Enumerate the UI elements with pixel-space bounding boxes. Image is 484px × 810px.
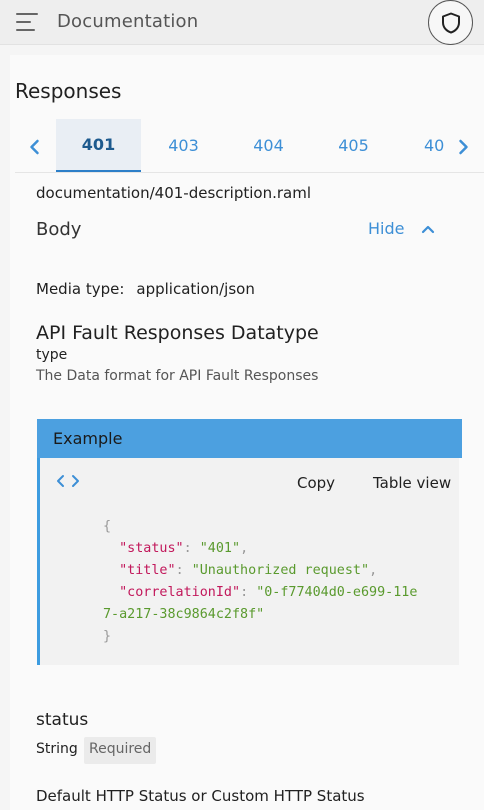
chevron-up-icon [422, 225, 435, 233]
tab-403[interactable]: 403 [168, 136, 199, 155]
response-tabs: 401 403 404 405 40 [15, 119, 484, 173]
hamburger-menu-icon[interactable] [16, 13, 38, 31]
code-value: "0-f77404d0-e699-11e [256, 585, 418, 600]
code-icon[interactable] [56, 473, 80, 493]
shield-button[interactable] [428, 0, 473, 45]
code-value: "Unauthorized request" [191, 563, 370, 578]
code-open-brace: { [103, 519, 112, 534]
hide-body-button[interactable]: Hide [368, 219, 436, 238]
page-title: Documentation [57, 11, 199, 32]
datatype-description: The Data format for API Fault Responses [36, 368, 319, 384]
example-panel: Example Copy Table view { "status": "401… [37, 419, 462, 665]
copy-button[interactable]: Copy [297, 474, 336, 492]
datatype-title: API Fault Responses Datatype [36, 322, 319, 344]
chevron-left-icon [30, 139, 39, 155]
code-key: "status" [119, 541, 184, 556]
field-description: Default HTTP Status or Custom HTTP Statu… [36, 787, 365, 805]
chevron-right-icon [459, 139, 468, 155]
media-type-label: Media type: [36, 280, 125, 298]
tab-partial[interactable]: 40 [424, 136, 445, 155]
body-label: Body [36, 219, 82, 240]
field-name: status [36, 710, 89, 730]
shield-icon [441, 12, 460, 33]
example-header: Example [37, 419, 462, 458]
tab-404[interactable]: 404 [253, 136, 284, 155]
datatype-type-label: type [36, 347, 68, 363]
tabs-next-button[interactable] [453, 137, 473, 157]
hide-label: Hide [368, 219, 405, 238]
tabs-prev-button[interactable] [25, 137, 45, 157]
tab-401[interactable]: 401 [56, 119, 141, 172]
table-view-button[interactable]: Table view [373, 474, 452, 492]
code-close-brace: } [103, 629, 112, 644]
tab-405[interactable]: 405 [338, 136, 369, 155]
required-badge: Required [84, 737, 157, 764]
top-bar: Documentation [0, 0, 484, 45]
code-value: "401" [199, 541, 241, 556]
example-code: { "status": "401", "title": "Unauthorize… [103, 519, 418, 644]
field-type: String [36, 741, 78, 757]
code-value-continued: 7-a217-38c9864c2f8f" [103, 607, 265, 622]
raml-path: documentation/401-description.raml [36, 184, 312, 202]
code-key: "title" [119, 563, 176, 578]
media-type-value: application/json [136, 280, 255, 298]
responses-title: Responses [15, 79, 122, 103]
media-type-row: Media type: application/json [36, 280, 255, 298]
code-key: "correlationId" [119, 585, 241, 600]
